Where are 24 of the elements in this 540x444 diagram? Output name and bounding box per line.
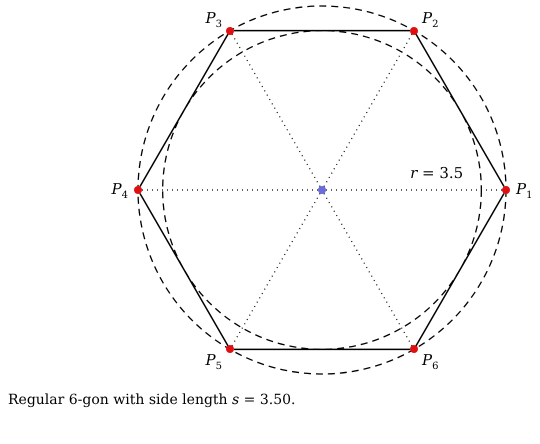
hexagon-side [415, 34, 505, 187]
dotted-radius-line [231, 193, 321, 346]
caption: Regular 6-gon with side length s = 3.50. [8, 392, 296, 408]
point-label: P$_{2}$ [422, 8, 438, 32]
hexagon-side [139, 193, 229, 346]
hexagon-side [415, 193, 505, 346]
hexagon-side [139, 34, 229, 187]
point-label: P$_{6}$ [422, 351, 438, 374]
hexagon-side [234, 30, 410, 32]
point-label: P$_{5}$ [206, 351, 222, 374]
dotted-radius-line [231, 34, 321, 187]
vertex-point [134, 186, 142, 194]
center-point [318, 186, 326, 194]
point-label: P$_{1}$ [516, 180, 532, 203]
dotted-radius-line [323, 34, 413, 187]
vertex-point [410, 345, 418, 354]
vertex-point [226, 345, 234, 354]
vertex-point [502, 186, 510, 194]
dotted-radius-line [323, 193, 413, 346]
vertex-point [410, 26, 418, 35]
point-label: P$_{3}$ [206, 8, 222, 32]
hexagon-side [234, 348, 410, 350]
vertex-point [226, 26, 234, 35]
point-label: P$_{4}$ [112, 180, 128, 203]
